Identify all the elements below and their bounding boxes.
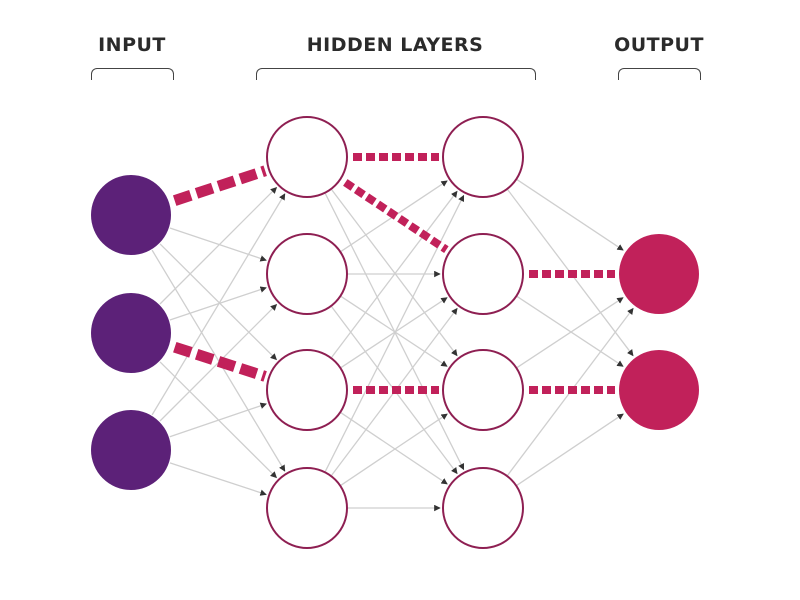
connection-arrow: [516, 296, 624, 367]
hidden-layers-bracket: [256, 68, 536, 80]
connection-arrow: [151, 193, 286, 416]
input-layer-label: INPUT: [98, 34, 166, 56]
hidden-node: [266, 116, 348, 198]
highlighted-connection: [343, 179, 449, 253]
output-layer-bracket: [618, 68, 701, 80]
hidden-node: [442, 467, 524, 549]
highlighted-connection: [173, 341, 267, 382]
connection-arrow: [340, 412, 448, 485]
nodes: [91, 116, 699, 549]
connection-arrow: [159, 186, 278, 305]
input-layer-bracket: [91, 68, 174, 80]
connection-arrow: [331, 189, 458, 357]
hidden-node: [266, 349, 348, 431]
input-node: [91, 410, 171, 490]
input-node: [91, 293, 171, 373]
input-node: [91, 175, 171, 255]
connection-arrow: [516, 179, 624, 251]
output-node: [619, 350, 699, 430]
connection-arrow: [151, 249, 286, 472]
connection-arrow: [340, 413, 448, 486]
connection-arrow: [159, 243, 277, 361]
connection-arrow: [340, 296, 448, 367]
connection-arrow: [340, 297, 448, 368]
hidden-node: [266, 467, 348, 549]
output-layer-label: OUTPUT: [614, 34, 704, 56]
highlighted-connection: [172, 165, 267, 206]
hidden-node: [442, 233, 524, 315]
hidden-node: [266, 233, 348, 315]
connection-arrow: [169, 227, 267, 262]
output-node: [619, 234, 699, 314]
hidden-node: [442, 349, 524, 431]
connection-arrow: [516, 413, 624, 486]
connection-arrow: [169, 462, 267, 496]
connection-arrow: [331, 190, 458, 358]
highlighted-connections: [172, 153, 615, 394]
connection-arrow: [324, 194, 465, 472]
hidden-layers-label: HIDDEN LAYERS: [306, 34, 484, 56]
connections: [151, 179, 634, 512]
hidden-node: [442, 116, 524, 198]
connection-arrow: [516, 297, 624, 368]
connection-arrow: [169, 402, 267, 438]
